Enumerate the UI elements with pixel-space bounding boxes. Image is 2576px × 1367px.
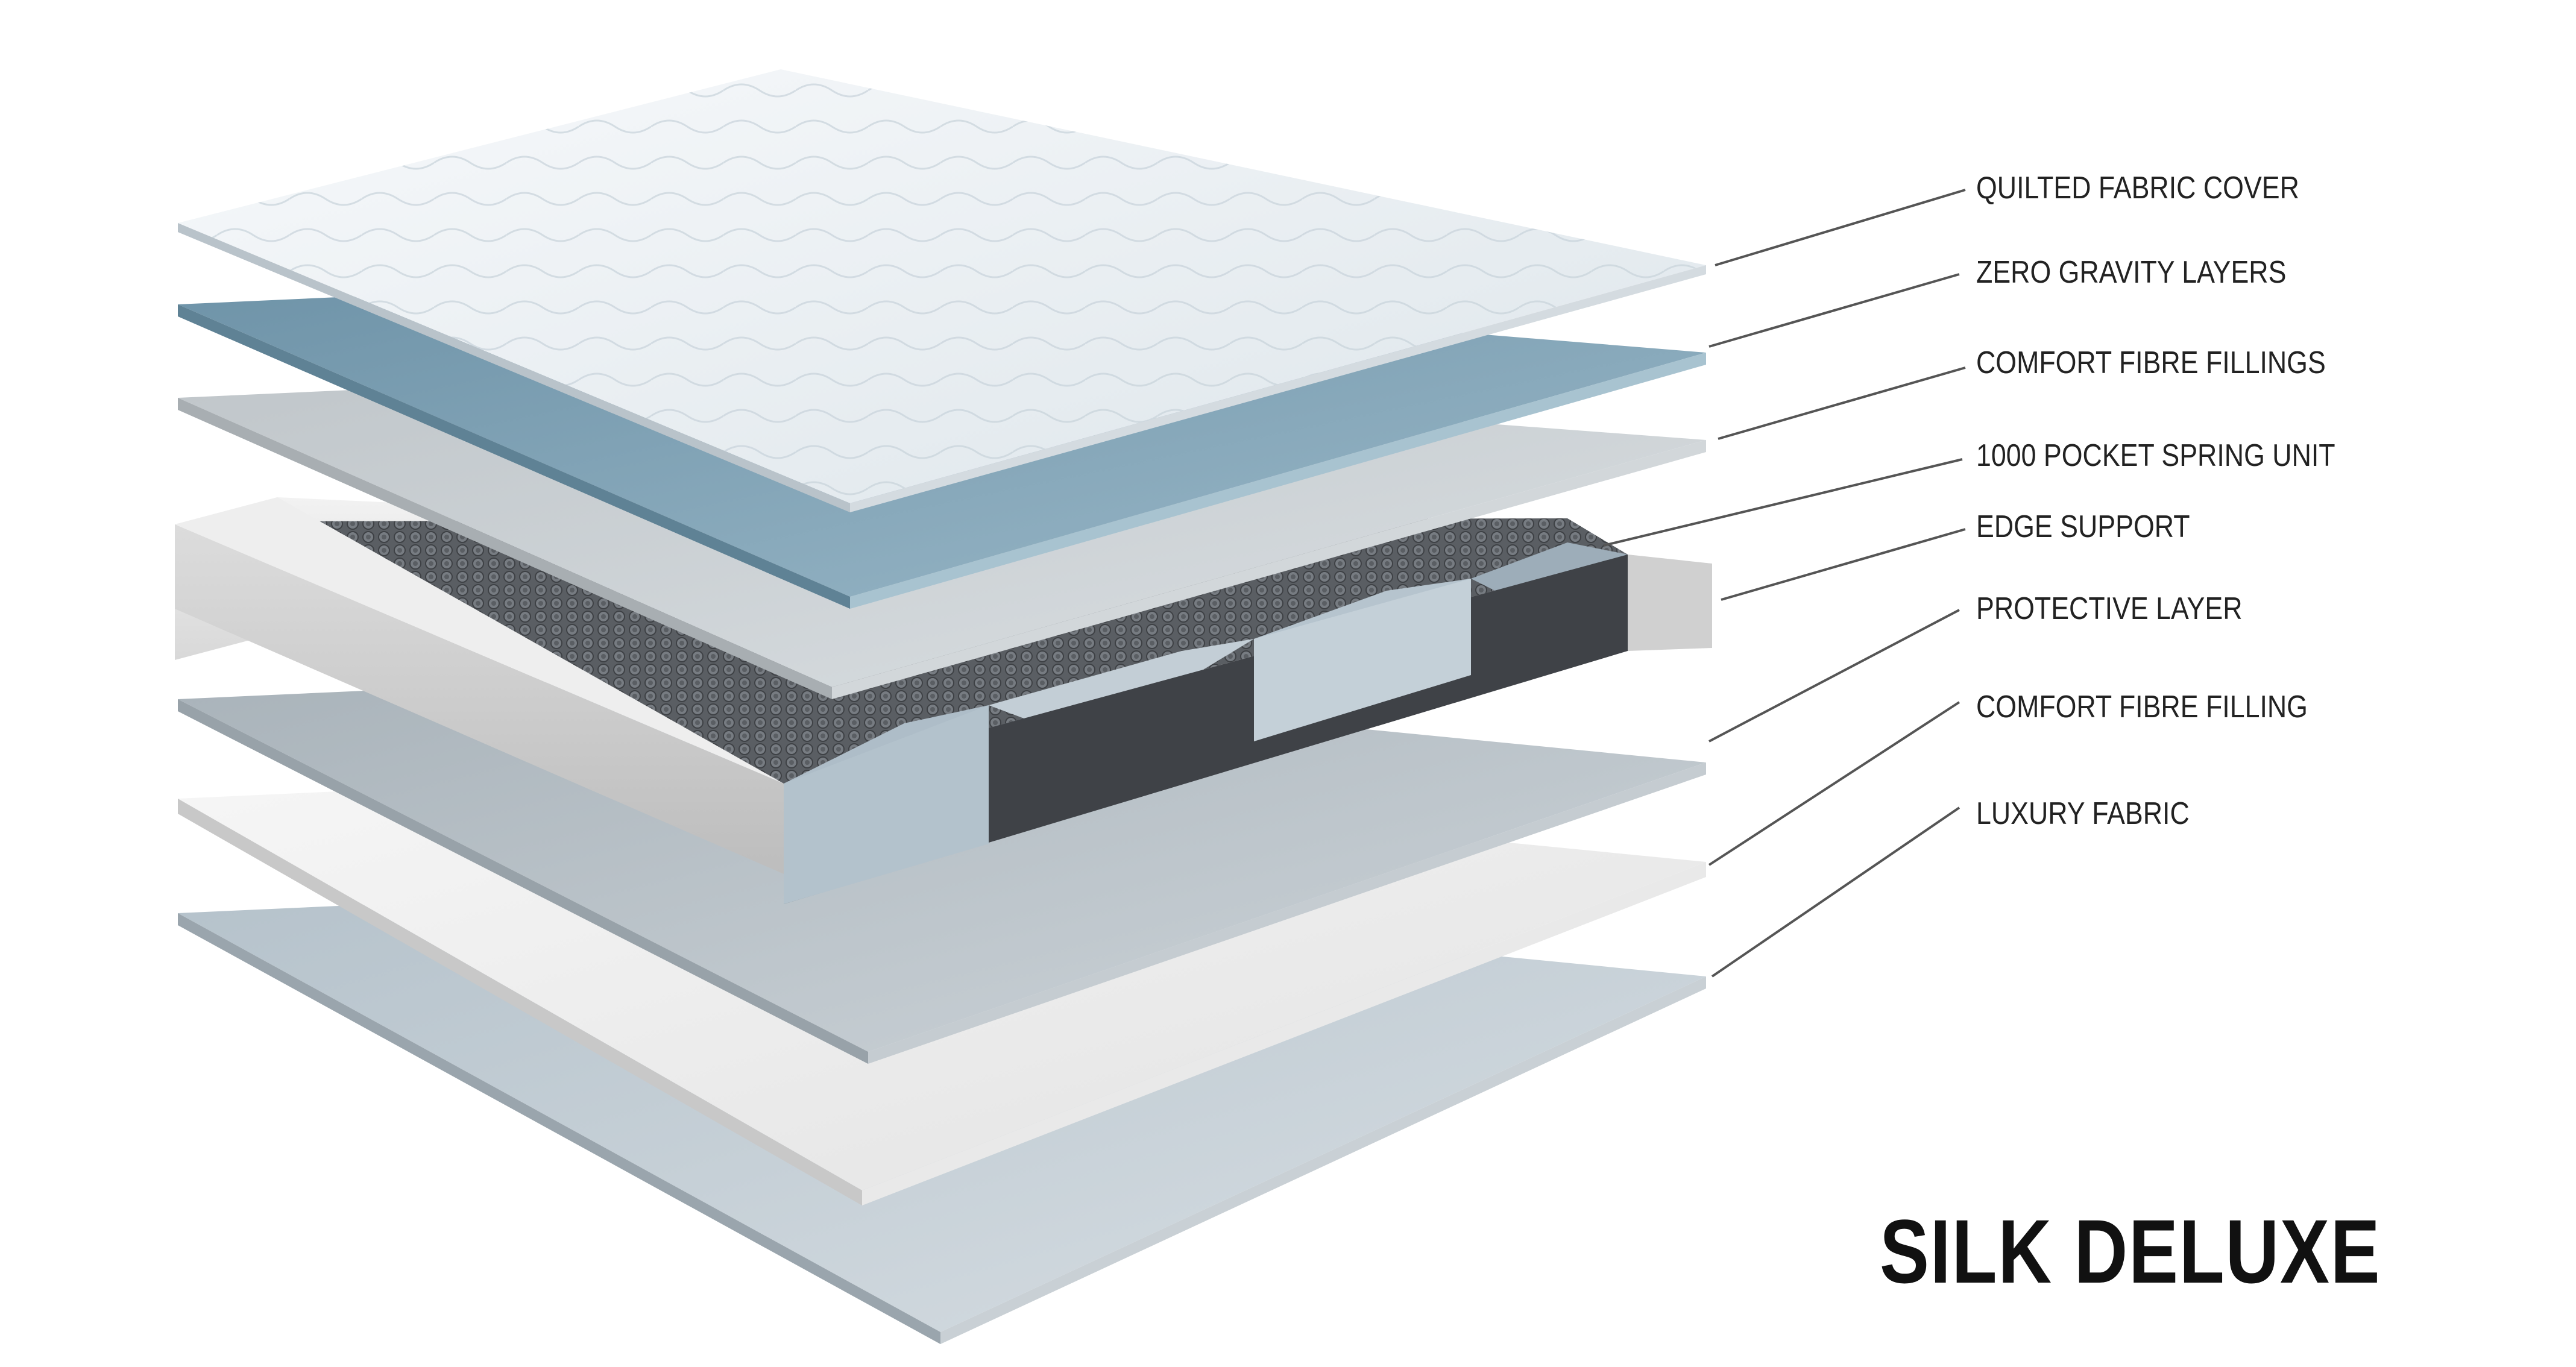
pocket-spring-unit: [175, 497, 1712, 904]
label-comfort-fibre-fillings: COMFORT FIBRE FILLINGS: [1976, 345, 2326, 380]
label-zero-gravity-layers: ZERO GRAVITY LAYERS: [1976, 255, 2287, 290]
leader-line-quilted-fabric-cover: [1715, 189, 1966, 266]
label-luxury-fabric: LUXURY FABRIC: [1976, 796, 2190, 831]
leader-line-luxury-fabric: [1711, 806, 1960, 978]
leader-line-comfort-fibre-filling: [1708, 701, 1960, 866]
leader-line-pocket-spring-unit: [1603, 458, 1963, 547]
leader-lines: [1603, 189, 1966, 978]
label-edge-support: EDGE SUPPORT: [1976, 509, 2190, 544]
quilted-fabric-cover-layer: [178, 69, 1706, 512]
product-title: SILK DELUXE: [1880, 1201, 2381, 1302]
label-pocket-spring-unit: 1000 POCKET SPRING UNIT: [1976, 438, 2335, 473]
leader-line-zero-gravity-layers: [1708, 273, 1960, 348]
leader-line-edge-support: [1721, 528, 1966, 601]
label-comfort-fibre-filling: COMFORT FIBRE FILLING: [1976, 690, 2308, 724]
label-protective-layer: PROTECTIVE LAYER: [1976, 591, 2243, 626]
leader-line-protective-layer: [1708, 609, 1960, 743]
label-quilted-fabric-cover: QUILTED FABRIC COVER: [1976, 171, 2299, 206]
leader-line-comfort-fibre-fillings: [1718, 366, 1966, 440]
